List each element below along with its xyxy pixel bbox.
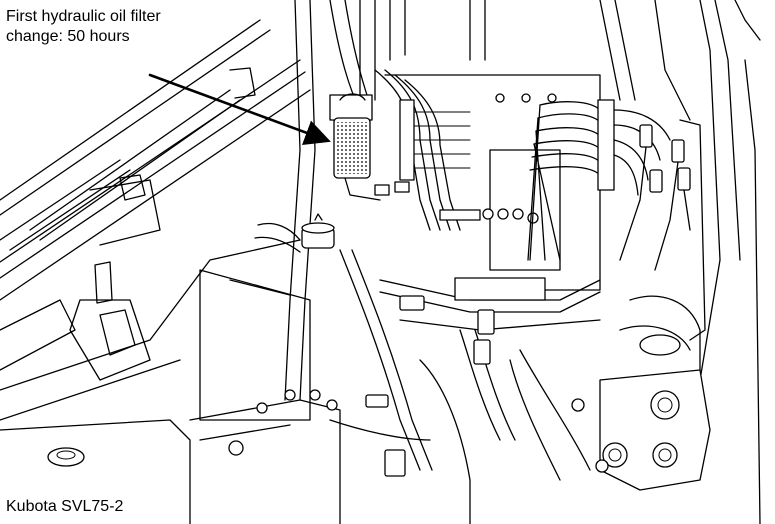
upper-hoses (284, 0, 486, 401)
model-label: Kubota SVL75-2 (6, 498, 124, 515)
right-connectors (619, 124, 691, 271)
left-frame-rails (0, 19, 311, 301)
filter-callout-line1: First hydraulic oil filter (6, 8, 161, 25)
left-lever-assembly (0, 239, 311, 421)
center-valve-hoses (374, 69, 471, 231)
callout-arrow (148, 73, 331, 145)
right-frame (599, 0, 761, 524)
bottom-left-plate (0, 399, 341, 524)
filter-callout-line2: change: 50 hours (6, 28, 130, 45)
hydraulic-oil-filter (329, 93, 410, 201)
rear-right-block (571, 295, 711, 491)
clamp-brackets (365, 277, 546, 477)
cap-fitting (254, 213, 335, 253)
bottom-bolts (256, 389, 338, 414)
right-valve-hoses (527, 99, 671, 261)
